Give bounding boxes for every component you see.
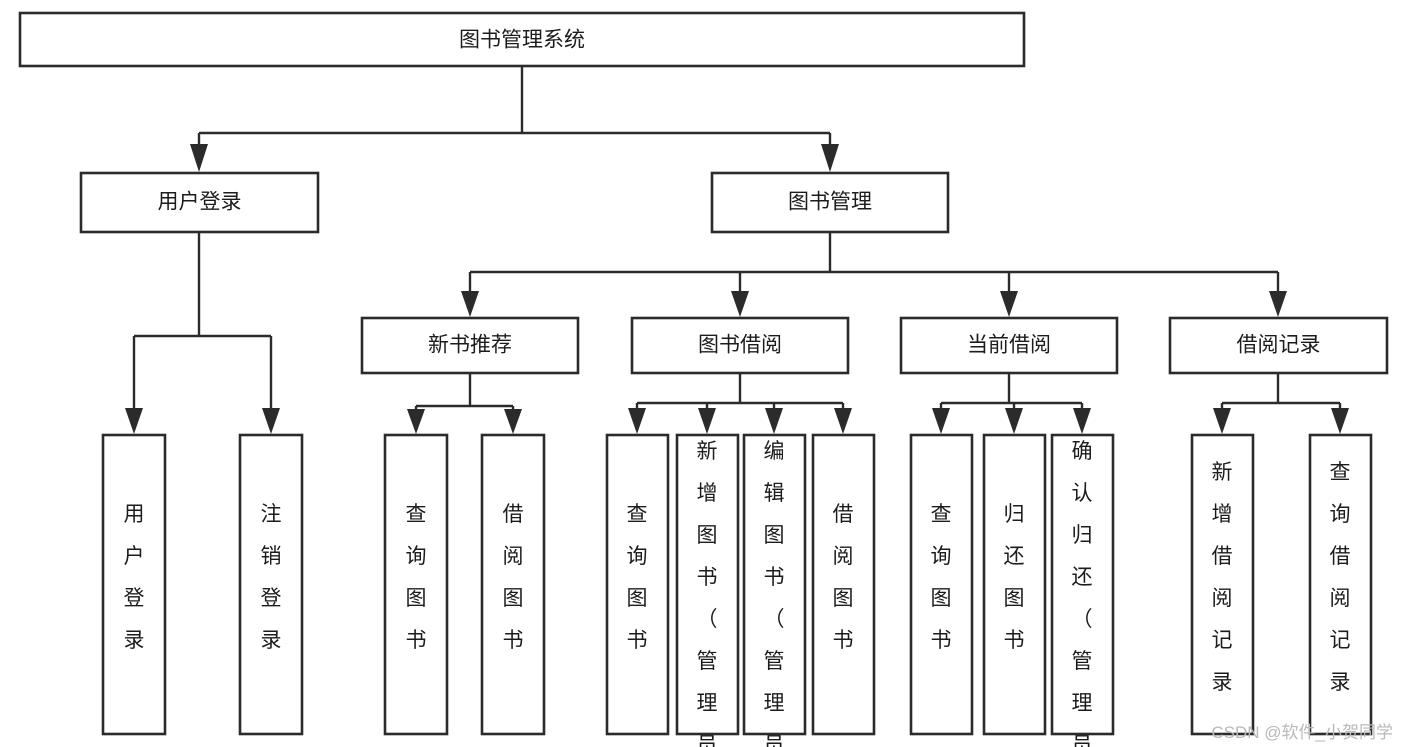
node-leaf-confirm-return-box[interactable] xyxy=(1050,433,1115,736)
node-leaf-query-book-3-box[interactable] xyxy=(909,433,974,736)
node-root-label: 图书管理系统 xyxy=(459,29,585,52)
arrowhead-leaf-add-book xyxy=(698,408,716,434)
node-book-manage[interactable]: 图书管理 xyxy=(710,171,950,234)
node-book-manage-label: 图书管理 xyxy=(788,191,872,214)
node-book-borrow[interactable]: 图书借阅 xyxy=(630,316,850,375)
edge-group-user-login-to-leaves xyxy=(125,232,280,434)
node-leaf-query-record[interactable]: 查询借阅记录 xyxy=(1308,433,1373,736)
node-book-borrow-label: 图书借阅 xyxy=(698,334,782,357)
node-new-book-recommend[interactable]: 新书推荐 xyxy=(360,316,580,375)
arrowhead-leaf-return-book xyxy=(1005,408,1023,434)
node-leaf-query-book-1-label: 查询图书 xyxy=(406,503,427,652)
node-current-borrow-box[interactable] xyxy=(899,316,1119,375)
node-leaf-query-book-1-box[interactable] xyxy=(383,433,449,736)
edge-group-new-book-recommend-to-leaves xyxy=(407,373,522,434)
node-user-login[interactable]: 用户登录 xyxy=(79,171,320,234)
node-leaf-query-book-2-label: 查询图书 xyxy=(627,503,648,652)
node-borrow-record[interactable]: 借阅记录 xyxy=(1168,316,1389,375)
node-leaf-borrow-book-1[interactable]: 借阅图书 xyxy=(480,433,546,736)
node-leaf-logout-box[interactable] xyxy=(238,433,304,736)
node-leaf-add-record-box[interactable] xyxy=(1190,433,1255,736)
arrowhead-user-login xyxy=(190,144,208,172)
arrowhead-leaf-borrow-book-2 xyxy=(834,408,852,434)
node-leaf-add-book-box[interactable] xyxy=(675,433,740,736)
node-current-borrow[interactable]: 当前借阅 xyxy=(899,316,1119,375)
arrowhead-leaf-edit-book xyxy=(765,408,783,434)
arrowhead-borrow-record xyxy=(1269,291,1287,317)
node-user-login-box[interactable] xyxy=(79,171,320,234)
node-leaf-query-book-2[interactable]: 查询图书 xyxy=(605,433,670,736)
node-leaf-user-login[interactable]: 用户登录 xyxy=(101,433,167,736)
node-leaf-add-book-label: 新增图书（管理员） xyxy=(697,440,718,747)
arrowhead-leaf-confirm-return xyxy=(1073,408,1091,434)
node-leaf-return-book[interactable]: 归还图书 xyxy=(982,433,1047,736)
arrowhead-leaf-query-record xyxy=(1331,408,1349,434)
node-leaf-edit-book-box[interactable] xyxy=(742,433,807,736)
node-borrow-record-label: 借阅记录 xyxy=(1237,334,1321,357)
node-leaf-logout[interactable]: 注销登录 xyxy=(238,433,304,736)
node-new-book-recommend-box[interactable] xyxy=(360,316,580,375)
node-book-manage-box[interactable] xyxy=(710,171,950,234)
edge-group-book-borrow-to-leaves xyxy=(628,373,852,434)
arrowhead-leaf-add-record xyxy=(1213,408,1231,434)
arrowhead-leaf-logout xyxy=(262,408,280,434)
edge-group-current-borrow-to-leaves xyxy=(932,373,1091,434)
edge-group-book-manage-to-level2 xyxy=(461,232,1287,317)
node-new-book-recommend-label: 新书推荐 xyxy=(428,334,512,357)
arrowhead-leaf-user-login xyxy=(125,408,143,434)
node-current-borrow-label: 当前借阅 xyxy=(967,334,1051,357)
node-leaf-return-book-label: 归还图书 xyxy=(1004,503,1025,652)
arrowhead-book-borrow xyxy=(731,291,749,317)
node-root-box[interactable] xyxy=(18,11,1026,68)
node-leaf-query-book-3-label: 查询图书 xyxy=(931,503,952,652)
node-leaf-user-login-box[interactable] xyxy=(101,433,167,736)
edge-group-root-to-level1 xyxy=(190,66,839,172)
node-leaf-add-book[interactable]: 新增图书（管理员） xyxy=(675,433,740,747)
arrowhead-leaf-query-book-1 xyxy=(407,409,425,434)
node-leaf-query-book-3[interactable]: 查询图书 xyxy=(909,433,974,736)
arrowhead-new-book-recommend xyxy=(461,291,479,317)
arrowhead-book-manage xyxy=(821,144,839,172)
node-leaf-logout-label: 注销登录 xyxy=(261,503,282,652)
node-borrow-record-box[interactable] xyxy=(1168,316,1389,375)
node-user-login-label: 用户登录 xyxy=(158,191,242,214)
arrowhead-leaf-query-book-2 xyxy=(628,408,646,434)
node-leaf-borrow-book-2-label: 借阅图书 xyxy=(833,503,854,652)
node-leaf-query-book-2-box[interactable] xyxy=(605,433,670,736)
node-leaf-query-record-label: 查询借阅记录 xyxy=(1330,461,1351,694)
node-leaf-confirm-return[interactable]: 确认归还（管理员） xyxy=(1050,433,1115,747)
node-leaf-borrow-book-2-box[interactable] xyxy=(811,433,876,736)
node-leaf-add-record[interactable]: 新增借阅记录 xyxy=(1190,433,1255,736)
node-leaf-confirm-return-label: 确认归还（管理员） xyxy=(1072,440,1093,747)
node-leaf-query-record-box[interactable] xyxy=(1308,433,1373,736)
node-leaf-add-record-label: 新增借阅记录 xyxy=(1212,461,1233,694)
node-leaf-user-login-label: 用户登录 xyxy=(124,503,145,652)
node-leaf-borrow-book-1-label: 借阅图书 xyxy=(503,503,524,652)
arrowhead-current-borrow xyxy=(1000,291,1018,317)
watermark: CSDN @软件_小贺同学 xyxy=(1211,723,1393,742)
edge-group-borrow-record-to-leaves xyxy=(1213,373,1349,434)
node-leaf-return-book-box[interactable] xyxy=(982,433,1047,736)
node-leaf-borrow-book-2[interactable]: 借阅图书 xyxy=(811,433,876,736)
node-leaf-borrow-book-1-box[interactable] xyxy=(480,433,546,736)
arrowhead-leaf-borrow-book-1 xyxy=(504,409,522,434)
node-leaf-query-book-1[interactable]: 查询图书 xyxy=(383,433,449,736)
node-leaf-edit-book[interactable]: 编辑图书（管理员） xyxy=(742,433,807,747)
node-book-borrow-box[interactable] xyxy=(630,316,850,375)
node-leaf-edit-book-label: 编辑图书（管理员） xyxy=(764,440,785,747)
arrowhead-leaf-query-book-3 xyxy=(932,408,950,434)
node-root[interactable]: 图书管理系统 xyxy=(18,11,1026,68)
